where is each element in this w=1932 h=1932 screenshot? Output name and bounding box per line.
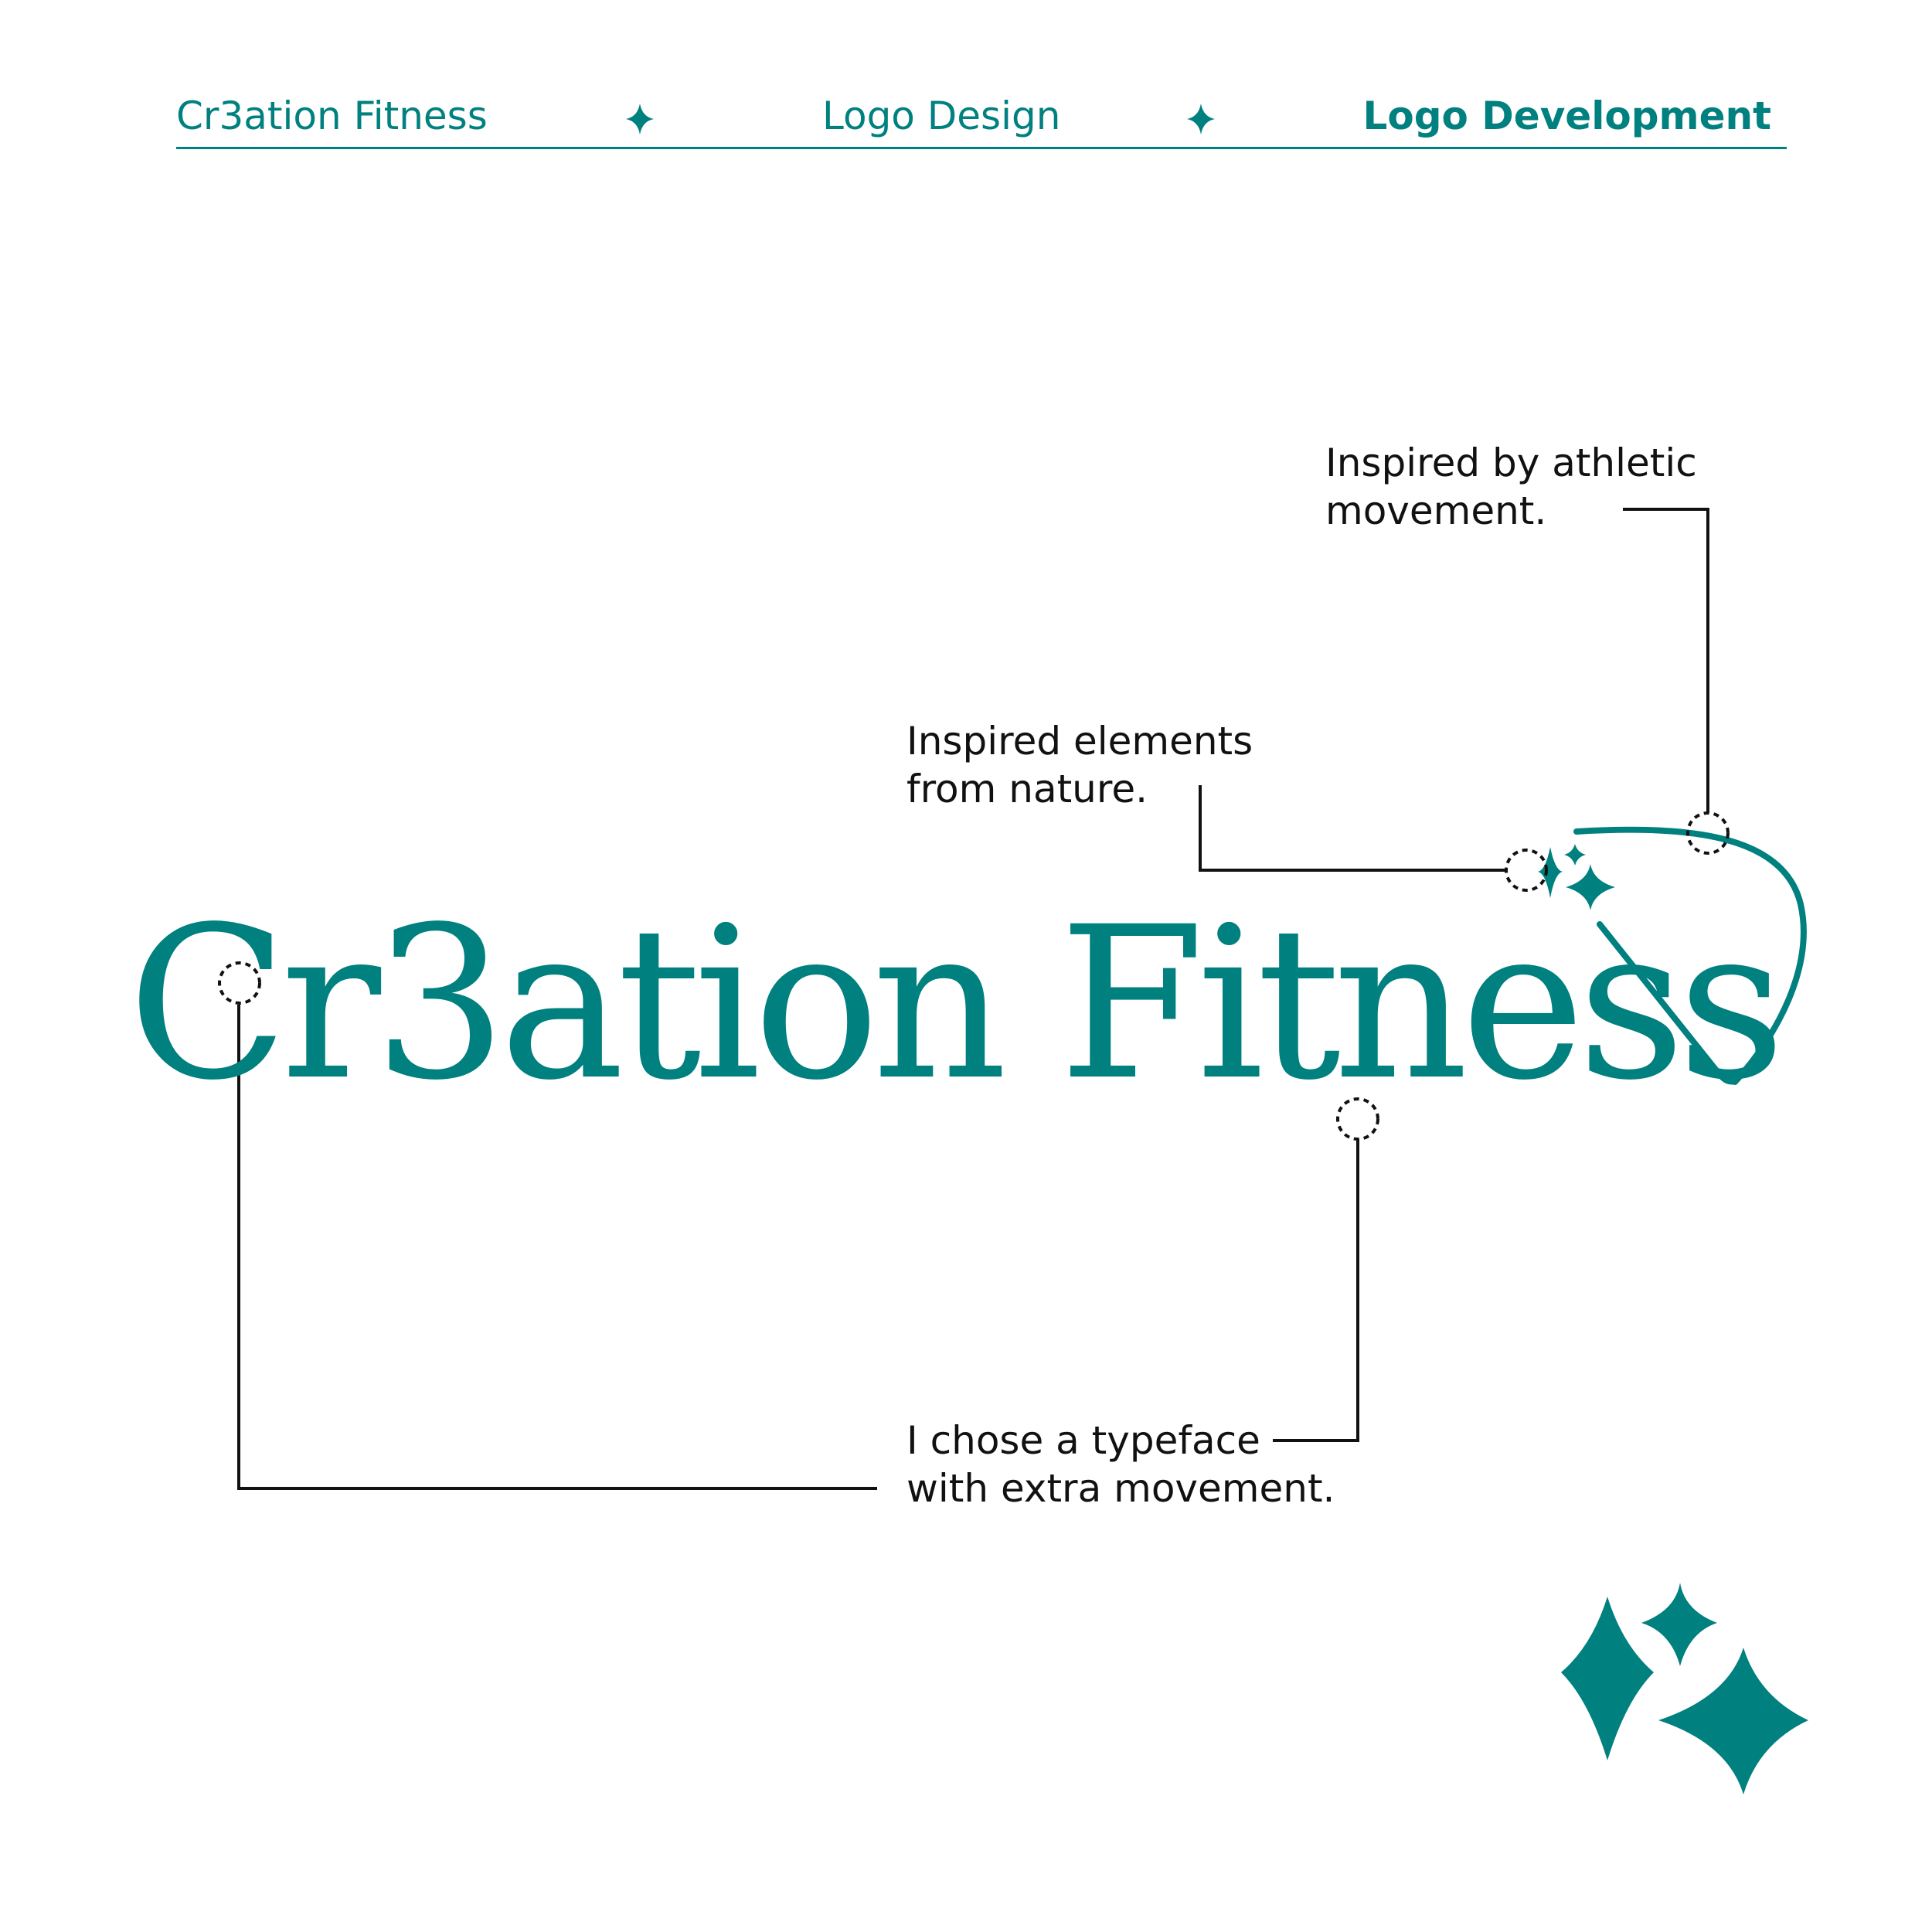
annotation-typeface: I chose a typeface with extra movement. (906, 1417, 1335, 1512)
header-brand: Cr3ation Fitness (176, 94, 488, 138)
header-section: Logo Design (822, 94, 1061, 138)
annotation-athletic-line2: movement. (1325, 488, 1547, 533)
sparkle-cluster-icon (1561, 1583, 1808, 1794)
marker-circle-nature (1505, 849, 1548, 892)
leader-line-typeface (237, 1005, 1359, 1490)
marker-circle-wordmark-c (218, 961, 261, 1005)
annotation-athletic: Inspired by athletic movement. (1325, 439, 1697, 535)
leader-line-athletic (1623, 508, 1709, 813)
leaf-shape-icon (1573, 826, 1807, 1085)
marker-circle-wordmark-n (1336, 1097, 1379, 1141)
annotation-nature: Inspired elements from nature. (906, 717, 1253, 813)
leader-line-nature (1199, 785, 1507, 872)
annotation-nature-line1: Inspired elements (906, 719, 1253, 764)
sparkle-icon (1187, 104, 1215, 134)
header-page-title: Logo Development (1362, 94, 1771, 138)
sparkle-cluster-icon (1538, 844, 1615, 910)
annotation-nature-line2: from nature. (906, 767, 1148, 811)
annotation-typeface-line1: I chose a typeface (906, 1418, 1260, 1463)
sparkle-icon (626, 104, 654, 134)
annotation-typeface-line2: with extra movement. (906, 1466, 1335, 1511)
logo-wordmark: Cr3ation Fitness (128, 883, 1785, 1127)
annotation-athletic-line1: Inspired by athletic (1325, 440, 1697, 485)
marker-circle-athletic (1686, 811, 1730, 855)
header-divider (176, 147, 1787, 149)
